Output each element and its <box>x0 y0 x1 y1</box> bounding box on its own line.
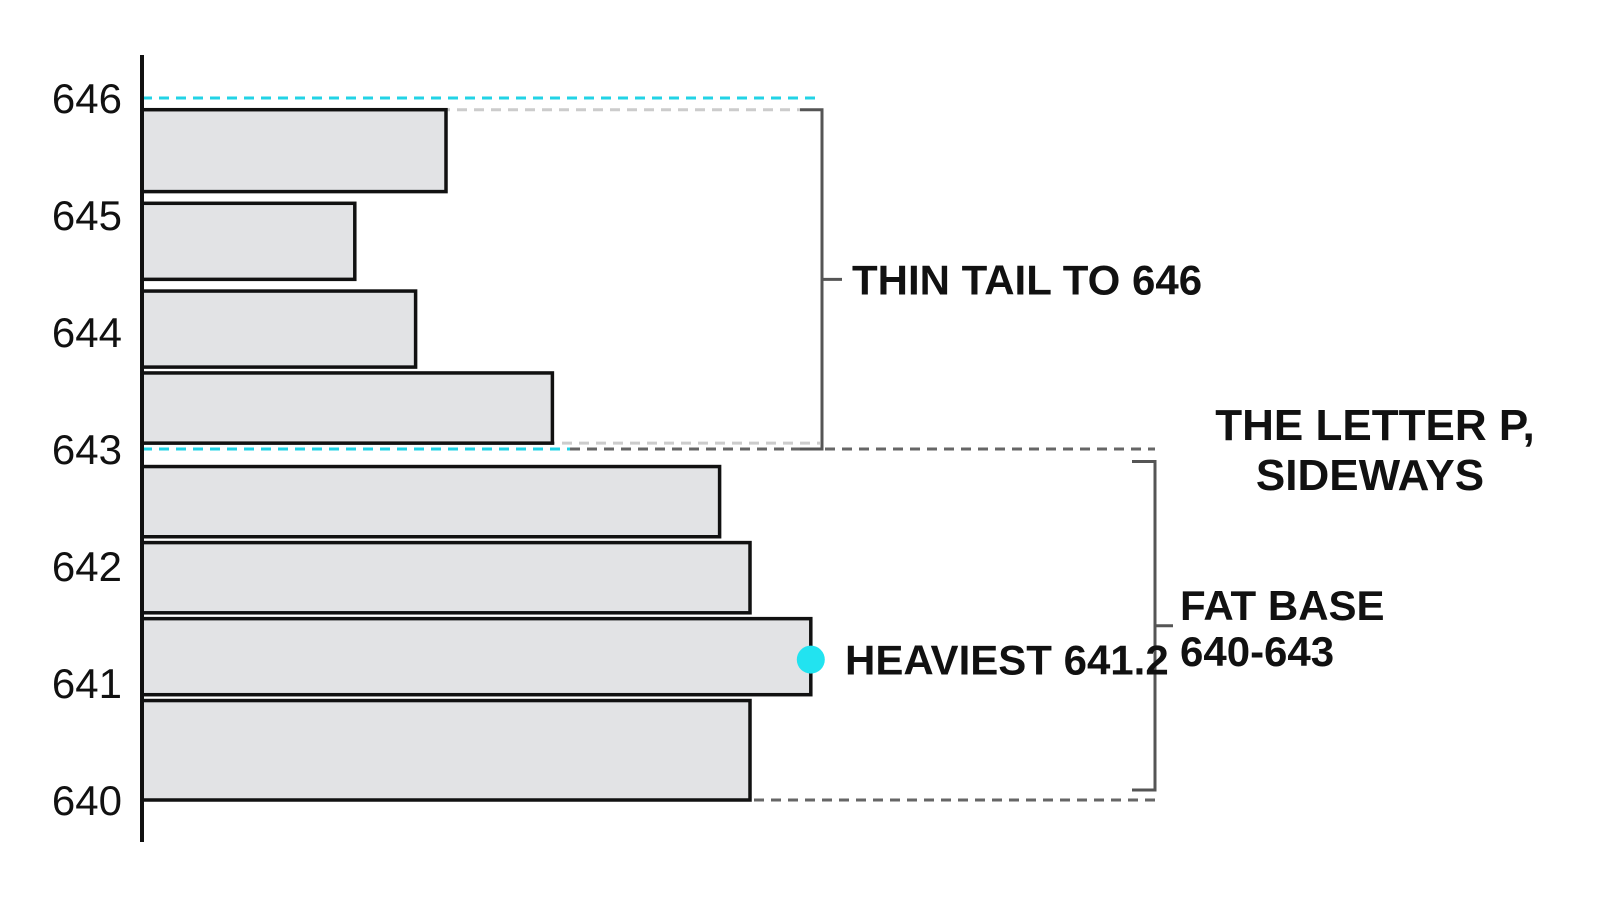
y-axis-ticks: 640 641 642 643 644 645 646 <box>52 75 122 824</box>
reference-lines <box>142 96 1155 802</box>
base-bracket <box>1132 460 1173 792</box>
chart-title-line-2: SIDEWAYS <box>1256 451 1484 500</box>
bar-5 <box>140 289 418 369</box>
bar-0 <box>140 698 752 802</box>
bar-4 <box>140 371 555 445</box>
tail-annotation: THIN TAIL TO 646 <box>852 256 1202 303</box>
brackets <box>800 108 1173 792</box>
y-tick-label-642: 642 <box>52 543 122 590</box>
tail-bracket <box>800 108 842 451</box>
peak-annotation: HEAVIEST 641.2 <box>845 637 1169 684</box>
bar-6 <box>140 201 357 282</box>
bar-2 <box>140 540 752 615</box>
annotations: THIN TAIL TO 646 HEAVIEST 641.2 FAT BASE… <box>796 256 1535 684</box>
bars <box>140 107 813 802</box>
y-tick-label-644: 644 <box>52 309 122 356</box>
peak-marker <box>796 645 825 674</box>
y-tick-label-641: 641 <box>52 660 122 707</box>
bar-7 <box>140 107 448 194</box>
chart-title-line-1: THE LETTER P, <box>1215 401 1534 450</box>
y-tick-label-643: 643 <box>52 426 122 473</box>
bar-3 <box>140 464 722 539</box>
base-annotation-line-2: 640-643 <box>1180 628 1334 675</box>
y-tick-label-645: 645 <box>52 192 122 239</box>
y-tick-label-640: 640 <box>52 777 122 824</box>
base-annotation-line-1: FAT BASE <box>1180 582 1385 629</box>
bar-1 <box>140 616 813 697</box>
y-tick-label-646: 646 <box>52 75 122 122</box>
